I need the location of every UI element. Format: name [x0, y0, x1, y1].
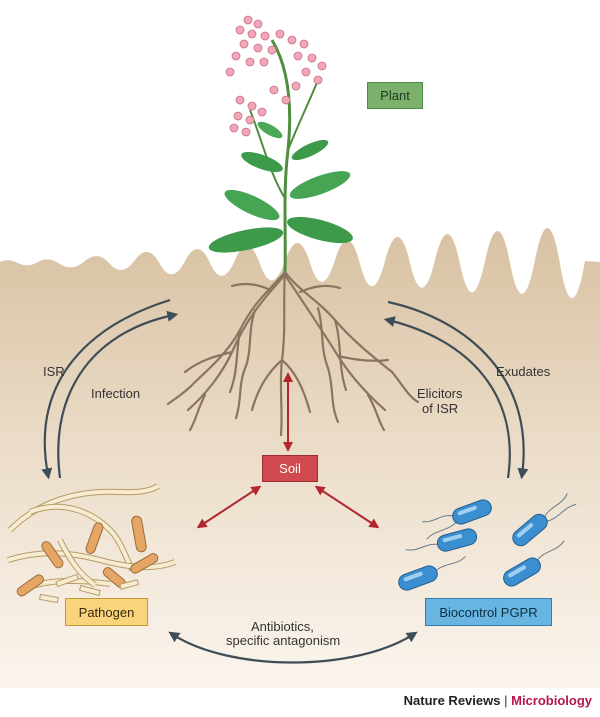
journal-credit: Nature Reviews | Microbiology [404, 693, 592, 708]
plant-roots [166, 270, 420, 437]
pathogen-label-box: Pathogen [65, 598, 148, 626]
infection-label: Infection [91, 386, 141, 401]
pathogen-fragments [39, 573, 140, 604]
pathogen-spores [16, 515, 159, 597]
bacterium [503, 540, 565, 587]
leaf [208, 227, 284, 253]
pgpr-bacteria [398, 493, 577, 591]
bacterium [512, 493, 577, 547]
plant-label-box: Plant [367, 82, 423, 109]
credit-separator: | [504, 693, 508, 708]
isr-label: ISR [43, 364, 65, 379]
elicitors-label-line2: of ISR [422, 401, 459, 416]
leaf [287, 216, 353, 244]
leaf [224, 189, 280, 221]
exudates-label: Exudates [496, 364, 551, 379]
elicitors-arrow [383, 316, 511, 479]
journal-name: Nature Reviews [403, 693, 501, 708]
soil-pgpr-arrow [314, 485, 380, 529]
leaf [257, 121, 283, 139]
soil-pathogen-arrow [196, 485, 262, 529]
bacterium [405, 528, 478, 552]
antibiotics-label-line1: Antibiotics, [251, 619, 314, 634]
leaf [291, 139, 329, 161]
pgpr-label-box: Biocontrol PGPR [425, 598, 552, 626]
soil-label-box: Soil [262, 455, 318, 482]
antibiotics-label-line2: specific antagonism [226, 633, 341, 648]
infection-arrow [57, 310, 179, 479]
antagonism-arrow [168, 631, 418, 664]
elicitors-label-line1: Elicitors [417, 386, 463, 401]
leaf [241, 152, 283, 172]
journal-section: Microbiology [511, 693, 592, 708]
plant-flowers [225, 15, 327, 137]
plant-shoot [208, 39, 353, 273]
isr-arrow [41, 298, 171, 480]
bacterium [398, 556, 466, 591]
exudates-arrow [387, 300, 529, 480]
bacterium [422, 499, 492, 540]
leaf [289, 171, 351, 199]
